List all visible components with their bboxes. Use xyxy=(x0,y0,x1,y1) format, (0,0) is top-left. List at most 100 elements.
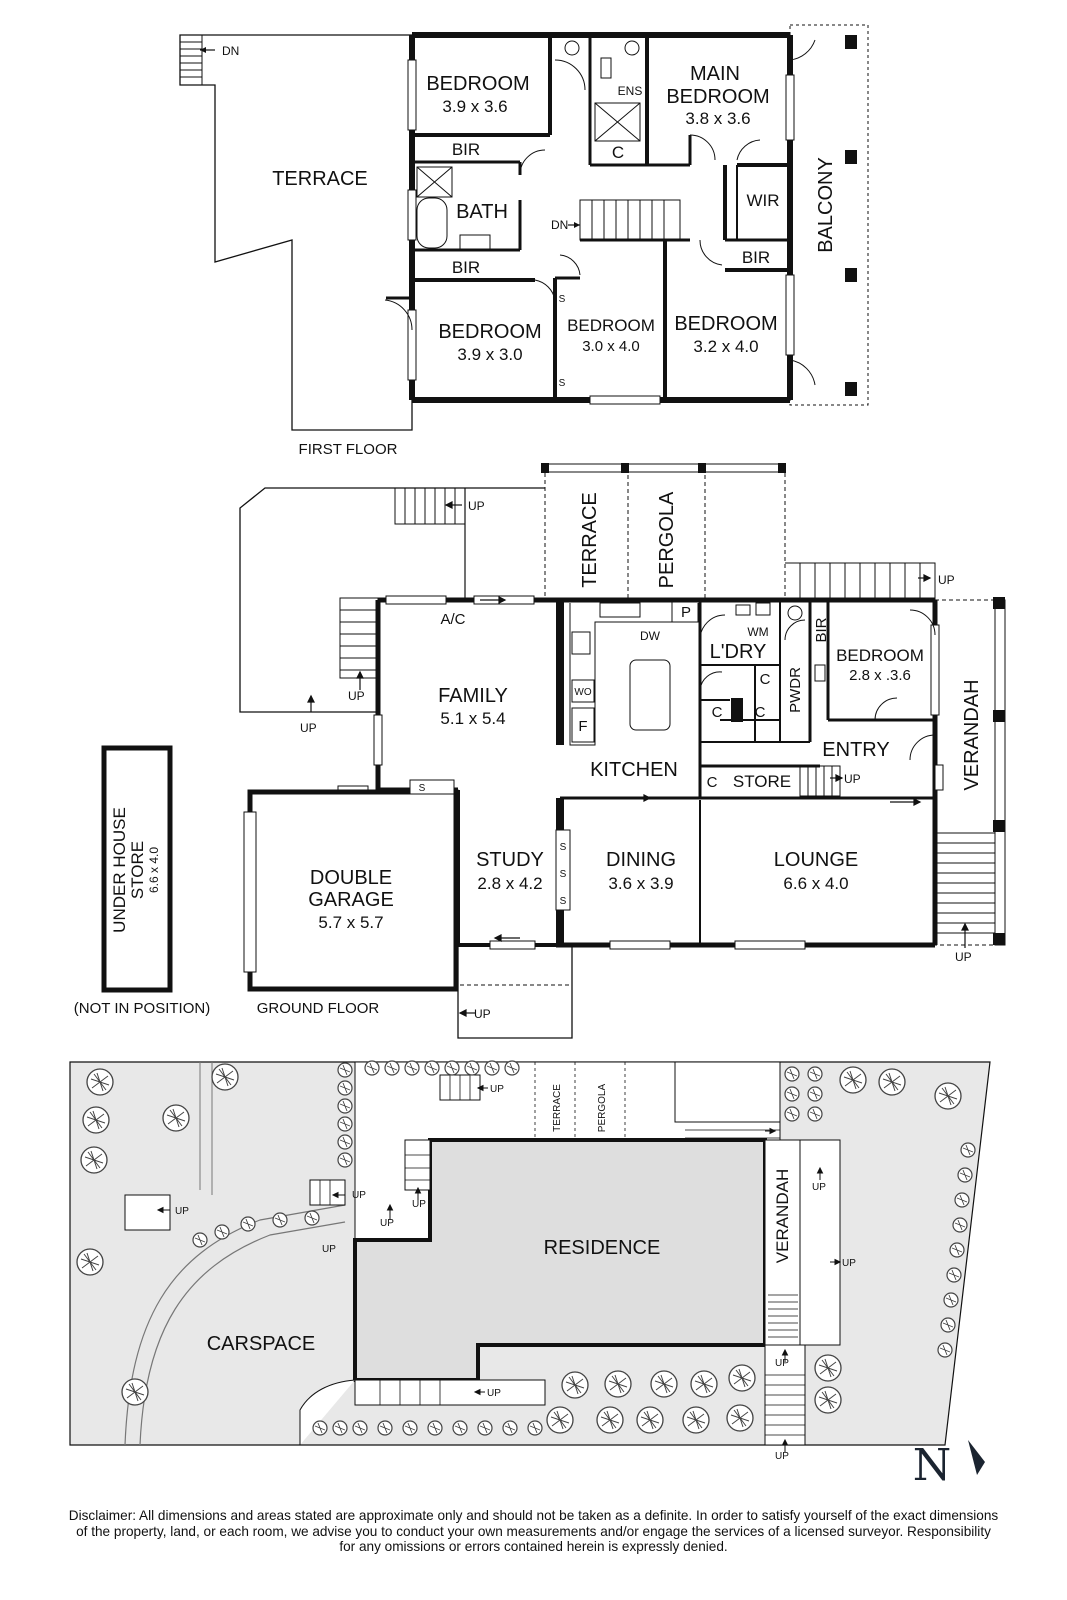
gf-double-garage-name1: DOUBLE xyxy=(310,867,392,889)
gf-c-store-label: C xyxy=(707,774,718,791)
site-plan: RESIDENCE CARSPACE TERRACE PERGOLA VERAN… xyxy=(69,1060,991,1491)
ff-bath-label: BATH xyxy=(456,201,508,223)
ff-wir-label: WIR xyxy=(746,191,779,210)
gf-c1-label: C xyxy=(760,671,771,688)
bath-fixtures xyxy=(416,40,641,250)
ff-c-label: C xyxy=(612,143,624,162)
gf-store-label: STORE xyxy=(733,772,791,791)
gf-up-study-label: UP xyxy=(474,1007,491,1021)
gf-dining-size: 3.6 x 3.9 xyxy=(608,874,673,893)
gf-verandah xyxy=(934,599,1006,946)
site-up-2: UP xyxy=(352,1190,366,1201)
gf-bir-label: BIR xyxy=(813,617,830,642)
ff-bedroom-sw-size: 3.9 x 3.0 xyxy=(457,345,522,364)
gf-double-garage-name2: GARAGE xyxy=(308,889,394,911)
ground-floor-plan: TERRACE PERGOLA UP UP UP UP A/C DW P WO … xyxy=(74,463,1006,1039)
site-up-9: UP xyxy=(775,1451,789,1462)
gf-s-study-1: S xyxy=(560,842,567,853)
gf-terrace-label: TERRACE xyxy=(579,492,601,588)
gf-study-name: STUDY xyxy=(476,849,544,871)
gf-up-left2-label: UP xyxy=(348,689,365,703)
gf-bedroom-name: BEDROOM xyxy=(836,646,924,665)
ff-bedroom-mid-name: BEDROOM xyxy=(567,316,655,335)
uhs-note: (NOT IN POSITION) xyxy=(74,1000,210,1017)
gf-study-size: 2.8 x 4.2 xyxy=(477,874,542,893)
disclaimer: Disclaimer: All dimensions and areas sta… xyxy=(10,1508,1057,1555)
ff-bedroom-se-size: 3.2 x 4.0 xyxy=(693,337,758,356)
site-terrace-label: TERRACE xyxy=(552,1084,563,1132)
first-floor-terrace-outline xyxy=(179,34,413,431)
ff-bedroom-se-name: BEDROOM xyxy=(674,313,777,335)
first-floor-stair xyxy=(579,199,681,241)
gf-lounge-name: LOUNGE xyxy=(774,849,858,871)
gf-c2-label: C xyxy=(712,704,723,721)
gf-up-lounge-label: UP xyxy=(955,950,972,964)
disclaimer-line-3: for any omissions or errors contained he… xyxy=(339,1539,728,1554)
gf-stair-left xyxy=(339,597,379,679)
ff-ens-label: ENS xyxy=(618,84,643,98)
under-house-store xyxy=(101,745,173,993)
gf-double-garage-size: 5.7 x 5.7 xyxy=(318,913,383,932)
site-up-8: UP xyxy=(775,1358,789,1369)
balcony-outline xyxy=(789,24,869,406)
gf-c3-label: C xyxy=(755,704,766,721)
gf-caption: GROUND FLOOR xyxy=(257,1000,380,1017)
gf-up-top-label: UP xyxy=(468,499,485,513)
gf-entry-stair xyxy=(799,765,841,797)
site-pergola-label: PERGOLA xyxy=(597,1084,608,1133)
gf-dining-name: DINING xyxy=(606,849,676,871)
gf-door-swings xyxy=(699,609,936,761)
disclaimer-line-2: of the property, land, or each room, we … xyxy=(76,1523,991,1539)
gf-verandah-label: VERANDAH xyxy=(961,679,983,790)
gf-s-study-2: S xyxy=(560,869,567,880)
first-floor-plan: TERRACE DN BEDROOM 3.9 x 3.6 MAIN BEDROO… xyxy=(179,24,869,458)
gf-lounge-size: 6.6 x 4.0 xyxy=(783,874,848,893)
gf-s-garage-label: S xyxy=(419,783,426,794)
ff-bedroom-mid-size: 3.0 x 4.0 xyxy=(582,338,640,355)
ff-main-bedroom-size: 3.8 x 3.6 xyxy=(685,109,750,128)
ff-balcony-label: BALCONY xyxy=(815,157,837,253)
ff-s2-label: S xyxy=(559,378,566,389)
gf-family-size: 5.1 x 5.4 xyxy=(440,709,505,728)
site-carspace-label: CARSPACE xyxy=(207,1333,316,1355)
ff-dn-hall-label: DN xyxy=(551,218,568,232)
gf-dw-label: DW xyxy=(640,629,661,643)
gf-up-entry-label: UP xyxy=(844,772,861,786)
ff-s1-label: S xyxy=(559,294,566,305)
ff-main-bedroom-name1: MAIN xyxy=(690,63,740,85)
first-floor-windows xyxy=(407,59,795,405)
gf-pergola-label: PERGOLA xyxy=(656,491,678,588)
site-up-5: UP xyxy=(380,1218,394,1229)
uhs-size: 6.6 x 4.0 xyxy=(147,847,161,893)
ff-bir-east-label: BIR xyxy=(742,248,770,267)
disclaimer-line-1: Disclaimer: All dimensions and areas sta… xyxy=(68,1508,999,1523)
gf-wo-label: WO xyxy=(574,687,591,698)
site-up-4: UP xyxy=(412,1199,426,1210)
ff-caption: FIRST FLOOR xyxy=(299,441,398,458)
gf-deck-outline xyxy=(239,487,545,713)
site-up-3: UP xyxy=(175,1206,189,1217)
site-up-7: UP xyxy=(487,1388,501,1399)
gf-wm-label: WM xyxy=(747,625,768,639)
ff-bir-lower-label: BIR xyxy=(452,258,480,277)
site-up-6: UP xyxy=(322,1244,336,1255)
ff-bedroom-nw-size: 3.9 x 3.6 xyxy=(442,97,507,116)
kitchen-benches xyxy=(569,599,701,746)
ff-dn-terrace-label: DN xyxy=(222,44,239,58)
gf-family-name: FAMILY xyxy=(438,685,508,707)
gf-kitchen-label: KITCHEN xyxy=(590,759,678,781)
gf-ac-label: A/C xyxy=(440,611,465,628)
balcony-posts xyxy=(845,35,857,396)
site-residence-label: RESIDENCE xyxy=(544,1237,661,1259)
gf-pwdr-label: PWDR xyxy=(787,667,804,713)
uhs-line1: UNDER HOUSE xyxy=(110,807,129,933)
north-label: N xyxy=(913,1440,952,1491)
gf-verandah-stair xyxy=(934,832,996,934)
site-up-1: UP xyxy=(490,1084,504,1095)
gf-stair-east xyxy=(785,562,936,601)
gf-ldry-label: L'DRY xyxy=(710,641,767,663)
gf-stair-top xyxy=(394,487,466,525)
site-up-11: UP xyxy=(842,1258,856,1269)
terrace-stair xyxy=(179,34,203,86)
